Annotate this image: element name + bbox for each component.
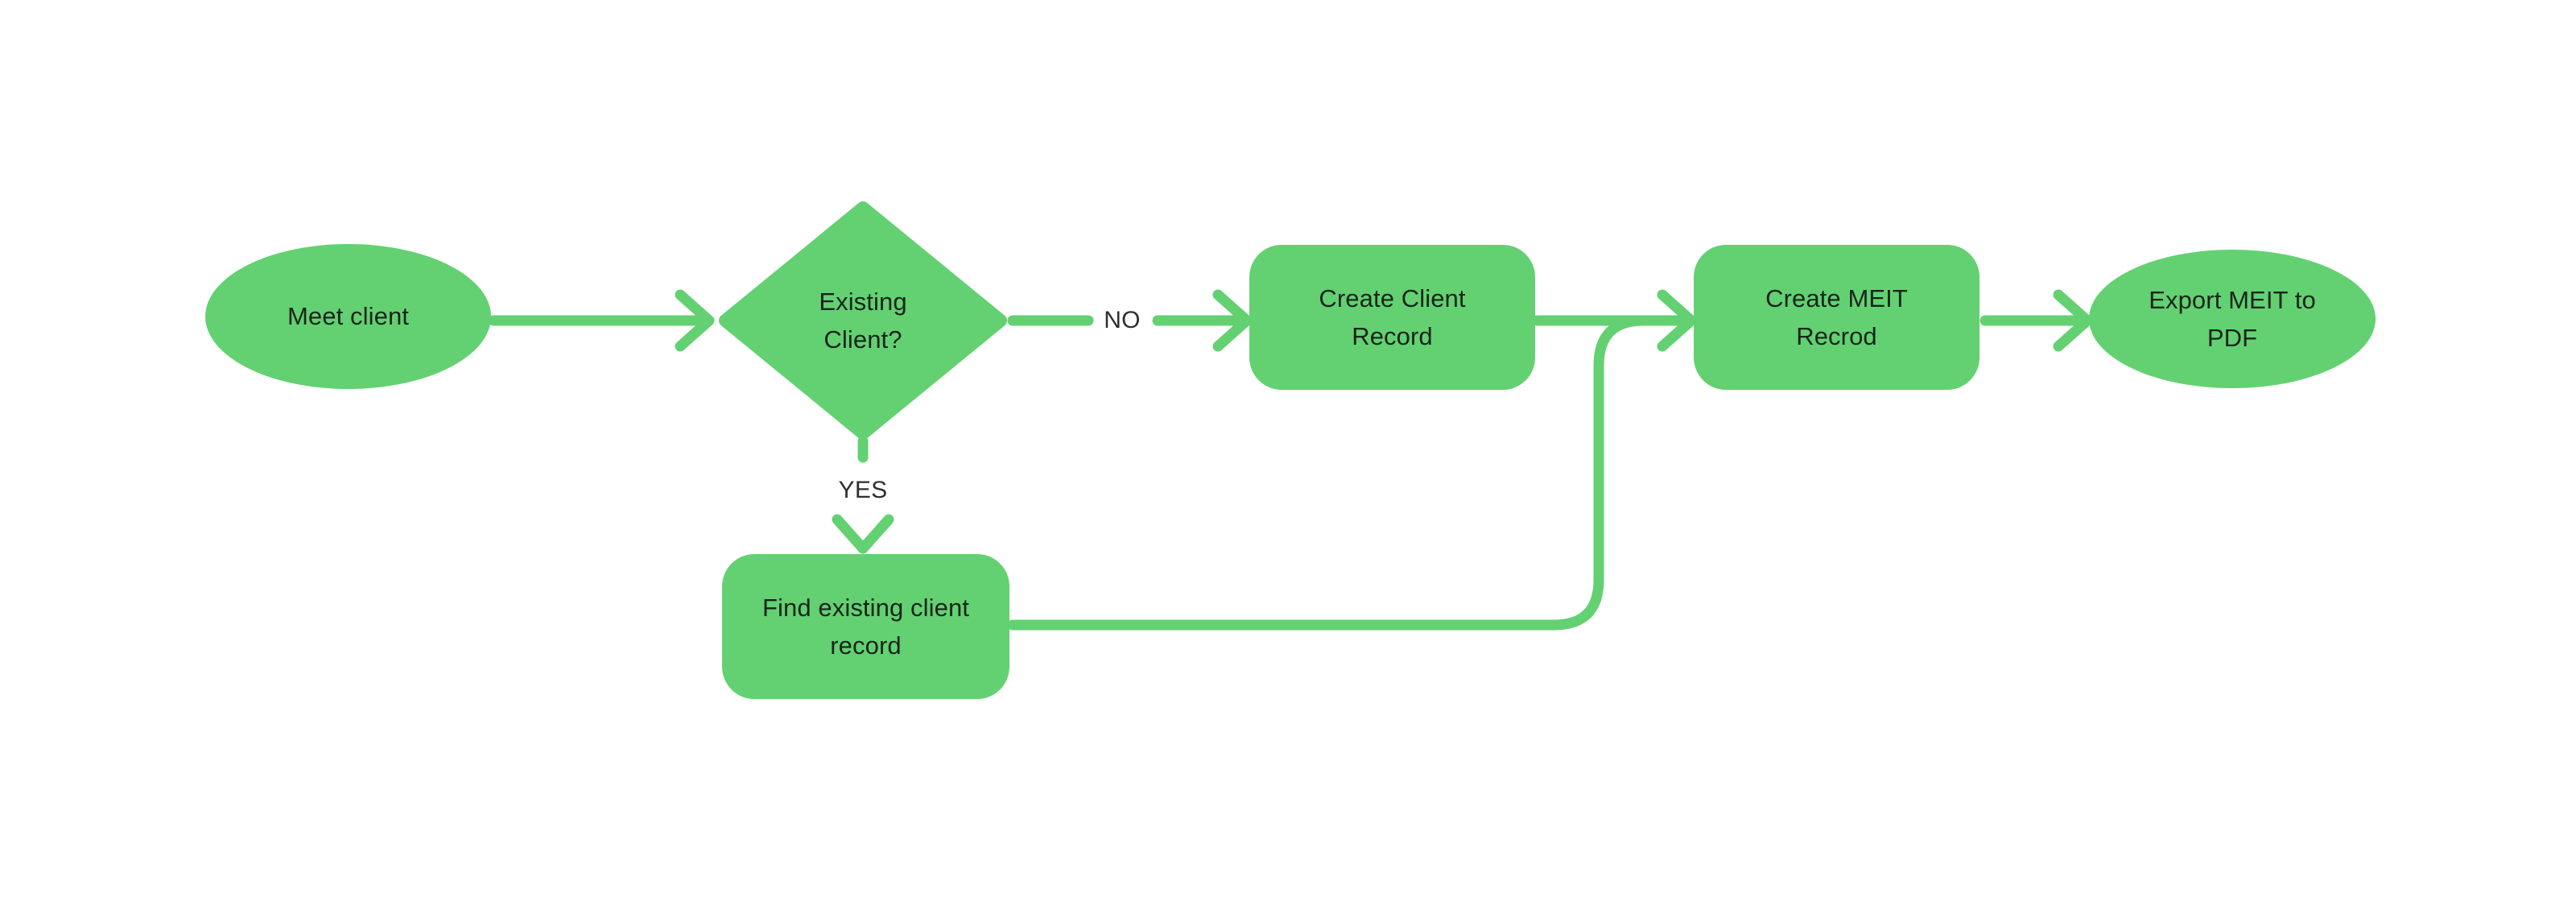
node-label: Existing Client? (819, 283, 906, 358)
edge-find-existing-client-record-to-create-meit-record (1007, 315, 1696, 631)
node-label-line-1: Create MEIT (1765, 283, 1908, 312)
node-label-wrap: Existing Client? (719, 201, 1007, 440)
node-label: Create MEIT Recrod (1765, 279, 1908, 355)
node-label: Find existing client record (762, 589, 969, 664)
arrowhead-chevron-icon (1212, 289, 1253, 352)
node-label: Meet client (287, 302, 409, 331)
node-label-line-1: Existing (819, 287, 907, 316)
node-label-line-1: Find existing client (762, 593, 969, 622)
node-meet-client[interactable]: Meet client (205, 244, 491, 389)
edge-elbow-path (1007, 315, 1696, 631)
diamond-shape-icon (719, 201, 1007, 440)
node-label-line-2: Recrod (1796, 322, 1877, 350)
node-create-client-record[interactable]: Create Client Record (1249, 245, 1535, 390)
arrowhead-chevron-icon (2053, 289, 2093, 352)
node-label-line-2: Record (1352, 322, 1433, 350)
edge-existing-client-to-create-client-record (1007, 289, 1253, 352)
node-label: Create Client Record (1319, 279, 1465, 355)
node-label-line-1: Export MEIT to (2149, 285, 2316, 314)
edge-meet-client-to-existing-client (488, 289, 715, 352)
arrowhead-chevron-down-icon (832, 514, 894, 554)
edge-existing-client-to-find-existing-client-record (832, 436, 894, 554)
node-existing-client[interactable]: Existing Client? (719, 201, 1007, 440)
node-create-meit-record[interactable]: Create MEIT Recrod (1694, 245, 1979, 390)
node-label: Export MEIT to PDF (2149, 281, 2316, 357)
node-export-meit-pdf[interactable]: Export MEIT to PDF (2089, 250, 2376, 388)
node-label-line-2: Client? (824, 325, 902, 354)
arrowhead-chevron-icon (675, 289, 715, 352)
node-find-existing-client-record[interactable]: Find existing client record (722, 554, 1009, 699)
node-label-line-1: Create Client (1319, 283, 1466, 312)
edge-label-no: NO (1098, 307, 1146, 334)
edge-create-meit-record-to-export-meit-pdf (1979, 289, 2093, 352)
node-label-line-2: PDF (2207, 324, 2258, 352)
edge-label-yes: YES (832, 477, 894, 504)
node-label-line-2: record (830, 631, 902, 660)
